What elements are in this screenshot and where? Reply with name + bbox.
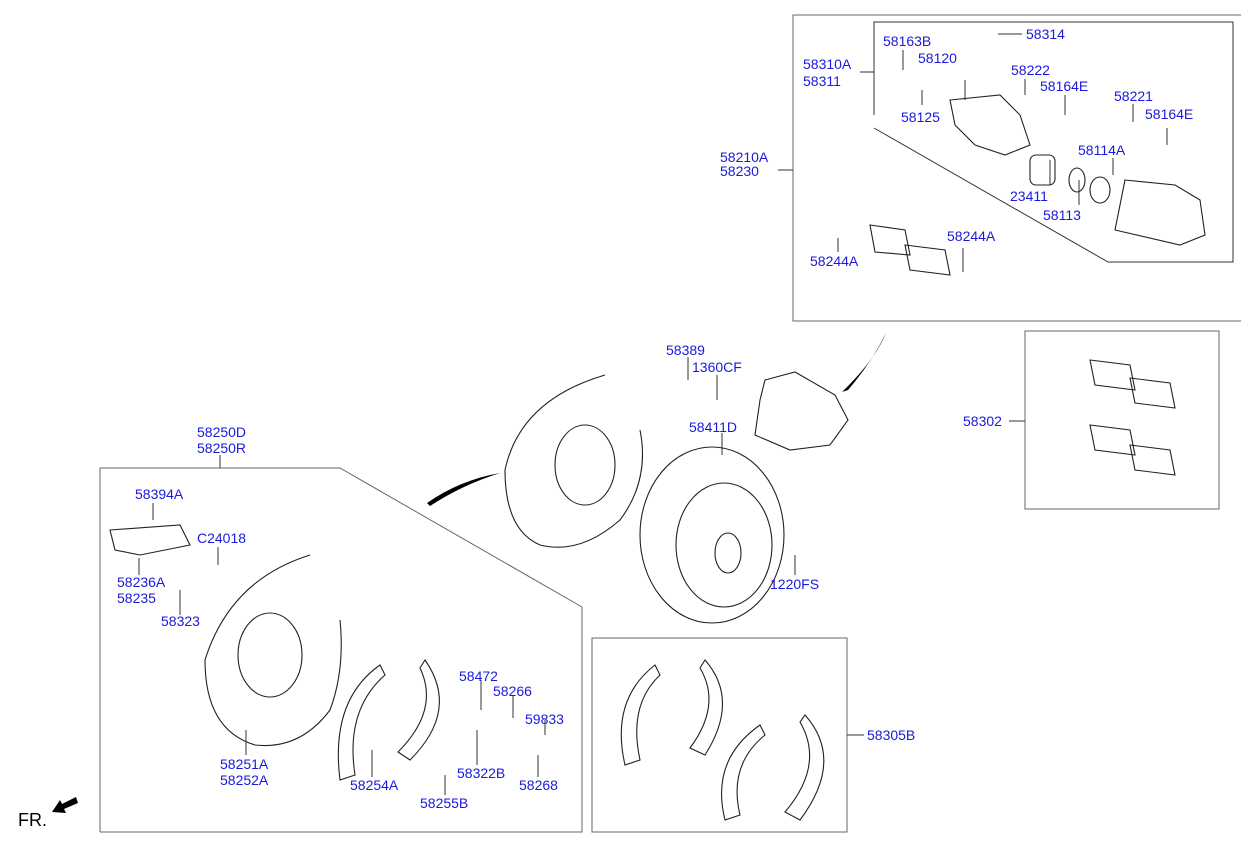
part-label-58411d[interactable]: 58411D — [689, 419, 738, 435]
part-label-58250d[interactable]: 58250D — [197, 424, 247, 440]
callout-swoosh-caliper — [842, 333, 886, 392]
part-label-58244a-right[interactable]: 58244A — [947, 228, 996, 244]
caliper-kit-box — [792, 14, 1241, 322]
part-label-58254a[interactable]: 58254A — [350, 777, 399, 793]
part-label-58252a[interactable]: 58252A — [220, 772, 269, 788]
caliper-subassembly-outline — [873, 21, 1234, 263]
part-label-58164e-right[interactable]: 58164E — [1145, 106, 1194, 122]
part-label-58221[interactable]: 58221 — [1114, 88, 1153, 104]
part-label-58394a[interactable]: 58394A — [135, 486, 184, 502]
part-label-58302[interactable]: 58302 — [963, 413, 1002, 429]
part-label-58222[interactable]: 58222 — [1011, 62, 1050, 78]
part-label-58164e-upper[interactable]: 58164E — [1040, 78, 1089, 94]
part-label-58268[interactable]: 58268 — [519, 777, 558, 793]
backing-plate-box — [99, 467, 583, 833]
part-label-58236a[interactable]: 58236A — [117, 574, 166, 590]
part-label-c24018[interactable]: C24018 — [197, 530, 247, 546]
part-label-58230[interactable]: 58230 — [720, 163, 759, 179]
pad-kit-box — [1024, 330, 1220, 510]
part-label-58120[interactable]: 58120 — [918, 50, 957, 66]
part-label-59833[interactable]: 59833 — [525, 711, 564, 727]
shoe-kit-box — [591, 637, 848, 833]
front-direction-arrow-icon — [52, 797, 78, 813]
callout-swoosh-backing — [427, 473, 500, 506]
part-label-58251a[interactable]: 58251A — [220, 756, 269, 772]
part-label-58310a[interactable]: 58310A — [803, 56, 852, 72]
part-label-58255b[interactable]: 58255B — [420, 795, 469, 811]
part-label-58114a[interactable]: 58114A — [1078, 142, 1126, 158]
part-label-58125[interactable]: 58125 — [901, 109, 940, 125]
part-label-58266[interactable]: 58266 — [493, 683, 532, 699]
part-label-1220fs[interactable]: 1220FS — [770, 576, 820, 592]
part-label-58163b[interactable]: 58163B — [883, 33, 932, 49]
part-label-58314[interactable]: 58314 — [1026, 26, 1065, 42]
part-label-58323[interactable]: 58323 — [161, 613, 200, 629]
part-label-58305b[interactable]: 58305B — [867, 727, 916, 743]
part-label-58322b[interactable]: 58322B — [457, 765, 506, 781]
part-label-58113[interactable]: 58113 — [1043, 207, 1081, 223]
part-label-58472[interactable]: 58472 — [459, 668, 498, 684]
part-label-58250r[interactable]: 58250R — [197, 440, 247, 456]
part-label-58389[interactable]: 58389 — [666, 342, 705, 358]
part-label-23411[interactable]: 23411 — [1010, 188, 1048, 204]
front-orientation-label: FR. — [18, 810, 47, 830]
caliper-drawing — [754, 371, 849, 451]
part-label-58244a-left[interactable]: 58244A — [810, 253, 859, 269]
brake-disc-drawing — [639, 446, 785, 624]
part-label-58311[interactable]: 58311 — [803, 73, 841, 89]
backing-plate-drawing — [204, 554, 342, 747]
part-label-58235[interactable]: 58235 — [117, 590, 156, 606]
dust-shield-drawing — [504, 374, 643, 548]
part-label-1360cf[interactable]: 1360CF — [692, 359, 742, 375]
part-label-58210a[interactable]: 58210A — [720, 149, 769, 165]
